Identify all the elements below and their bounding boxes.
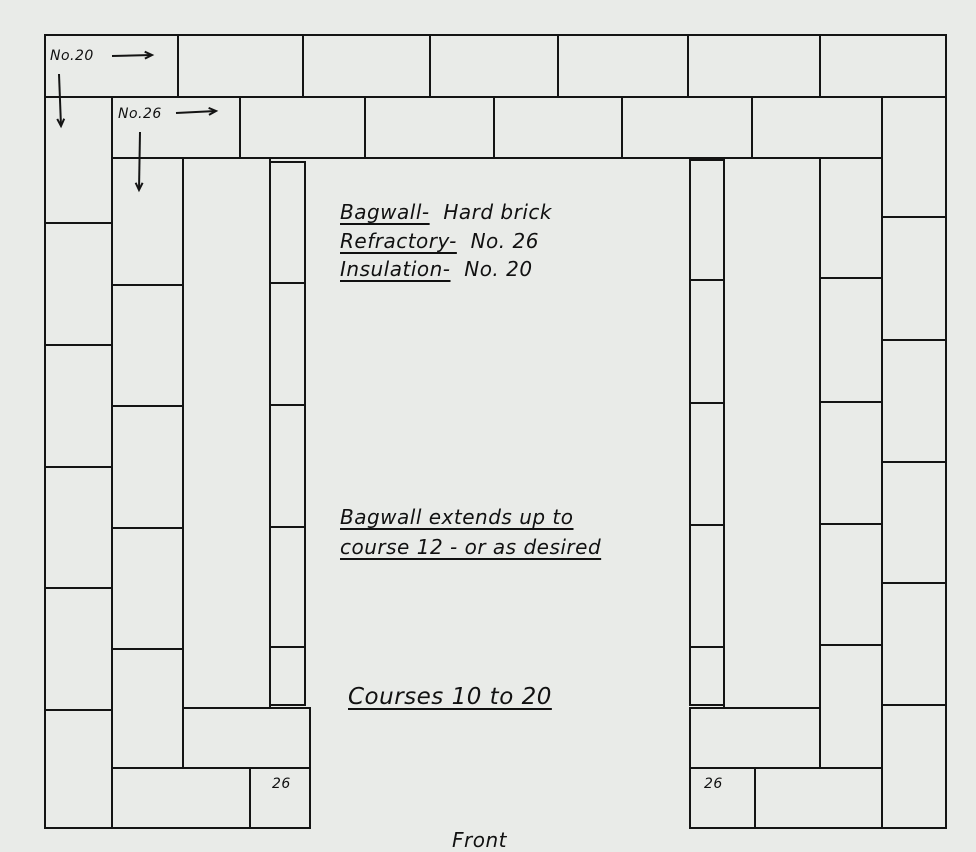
refractory-brick [493, 96, 623, 159]
refractory-brick [819, 401, 883, 525]
brick-label-left: 26 [272, 776, 291, 792]
bagwall-brick [182, 157, 271, 709]
insulation-brick [881, 216, 947, 341]
insulation-brick [302, 34, 431, 98]
insulation-marker: No.20 [50, 48, 94, 64]
bagwall-brick [689, 402, 725, 526]
insulation-brick [44, 222, 113, 346]
insulation-brick [687, 34, 821, 98]
down-arrow-icon [56, 73, 66, 129]
refractory-brick [689, 707, 821, 769]
refractory-brick [819, 277, 883, 403]
legend-term: Insulation- [340, 257, 451, 281]
legend-value: No. 26 [470, 229, 539, 253]
refractory-brick [111, 767, 251, 829]
bagwall-brick [269, 646, 306, 706]
bagwall-brick [269, 526, 306, 648]
insulation-brick [557, 34, 689, 98]
bagwall-brick [689, 524, 725, 648]
refractory-brick [819, 523, 883, 646]
legend-value: No. 20 [464, 257, 533, 281]
bagwall-brick [269, 282, 306, 406]
refractory-brick [111, 157, 184, 286]
bagwall-brick [723, 157, 821, 709]
down-arrow-icon [134, 131, 144, 193]
refractory-brick [111, 405, 184, 529]
insulation-brick [177, 34, 304, 98]
right-arrow-icon [111, 50, 155, 60]
refractory-brick [239, 96, 366, 159]
refractory-brick [364, 96, 495, 159]
insulation-brick [819, 34, 947, 98]
insulation-brick [44, 709, 113, 829]
bagwall-brick [269, 404, 306, 528]
bagwall-note-line1: Bagwall extends up to [340, 505, 574, 529]
legend-term: Bagwall- [340, 200, 430, 224]
insulation-brick [44, 466, 113, 589]
insulation-brick [44, 34, 179, 98]
legend-term: Refractory- [340, 229, 457, 253]
insulation-brick [429, 34, 559, 98]
refractory-brick [111, 527, 184, 650]
refractory-brick [182, 707, 311, 769]
legend-bagwall: Bagwall- Hard brick [340, 200, 552, 224]
legend-insulation: Insulation- No. 20 [340, 257, 533, 281]
insulation-brick [881, 96, 947, 218]
refractory-brick [111, 284, 184, 407]
refractory-brick [819, 644, 883, 769]
insulation-brick [44, 587, 113, 711]
bagwall-brick [689, 159, 725, 281]
legend-refractory: Refractory- No. 26 [340, 229, 539, 253]
insulation-brick [44, 344, 113, 468]
insulation-brick [881, 339, 947, 463]
insulation-brick [881, 582, 947, 706]
courses-label: Courses 10 to 20 [348, 684, 552, 710]
legend-value: Hard brick [443, 200, 552, 224]
bagwall-brick [689, 646, 725, 706]
bagwall-brick [689, 279, 725, 404]
right-arrow-icon [175, 106, 219, 116]
insulation-brick [44, 96, 113, 224]
insulation-brick [881, 461, 947, 584]
brick-label-right: 26 [704, 776, 723, 792]
refractory-brick [754, 767, 883, 829]
refractory-brick [621, 96, 753, 159]
refractory-brick [111, 648, 184, 769]
refractory-brick [751, 96, 883, 159]
insulation-brick [881, 704, 947, 829]
front-label: Front [452, 828, 507, 852]
refractory-marker: No.26 [118, 106, 162, 122]
refractory-brick [819, 157, 883, 279]
bagwall-brick [269, 161, 306, 284]
bagwall-note-line2: course 12 - or as desired [340, 535, 602, 559]
